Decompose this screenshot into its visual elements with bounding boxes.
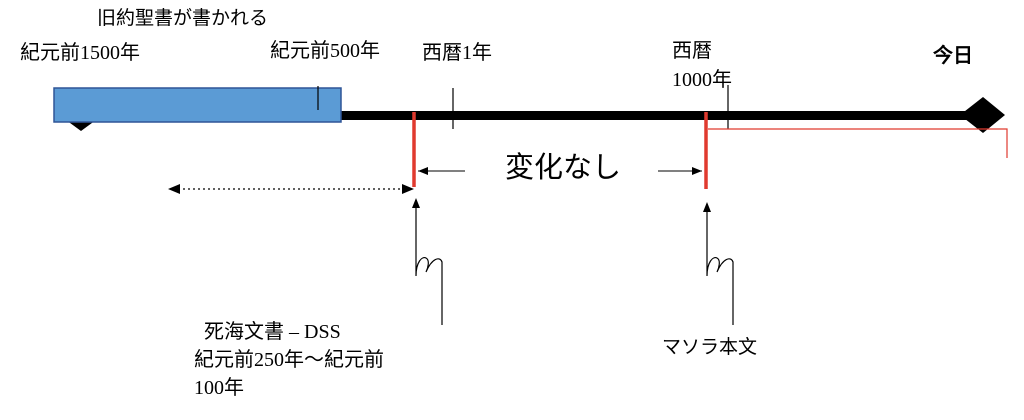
masoretic-callout-arrowhead [703,202,711,212]
old-testament-period-bar [53,87,342,123]
ot-written-label: 旧約聖書が書かれる [97,8,269,29]
masoretic-label: マソラ本文 [662,336,758,358]
today-label: 今日 [933,43,973,67]
no-change-left-arrowhead [418,167,428,175]
no-change-right-arrowhead [692,167,702,175]
no-change-label: 変化なし [505,150,622,184]
masoretic-to-today-line [708,128,1008,158]
dss-range-left-arrowhead [168,184,180,194]
dss-callout-arrowhead [412,198,420,208]
dss-callout-arrow [415,200,443,325]
bc1500-label: 紀元前1500年 [20,42,140,64]
dss-label-line3: 100年 [194,377,244,399]
bc500-label: 紀元前500年 [270,40,380,62]
timeline-bar [55,111,985,120]
ad1000-label-line1: 西暦 [672,40,712,62]
ad1-label: 西暦1年 [422,42,492,64]
timeline-arrowhead [960,97,1005,133]
masoretic-callout-arrow [706,204,734,325]
dss-label-line2: 紀元前250年～紀元前 [194,349,384,371]
dss-label-line1: 死海文書 – DSS [204,321,341,343]
ad1000-label-line2: 1000年 [672,69,732,91]
dss-range-right-arrowhead [402,184,414,194]
